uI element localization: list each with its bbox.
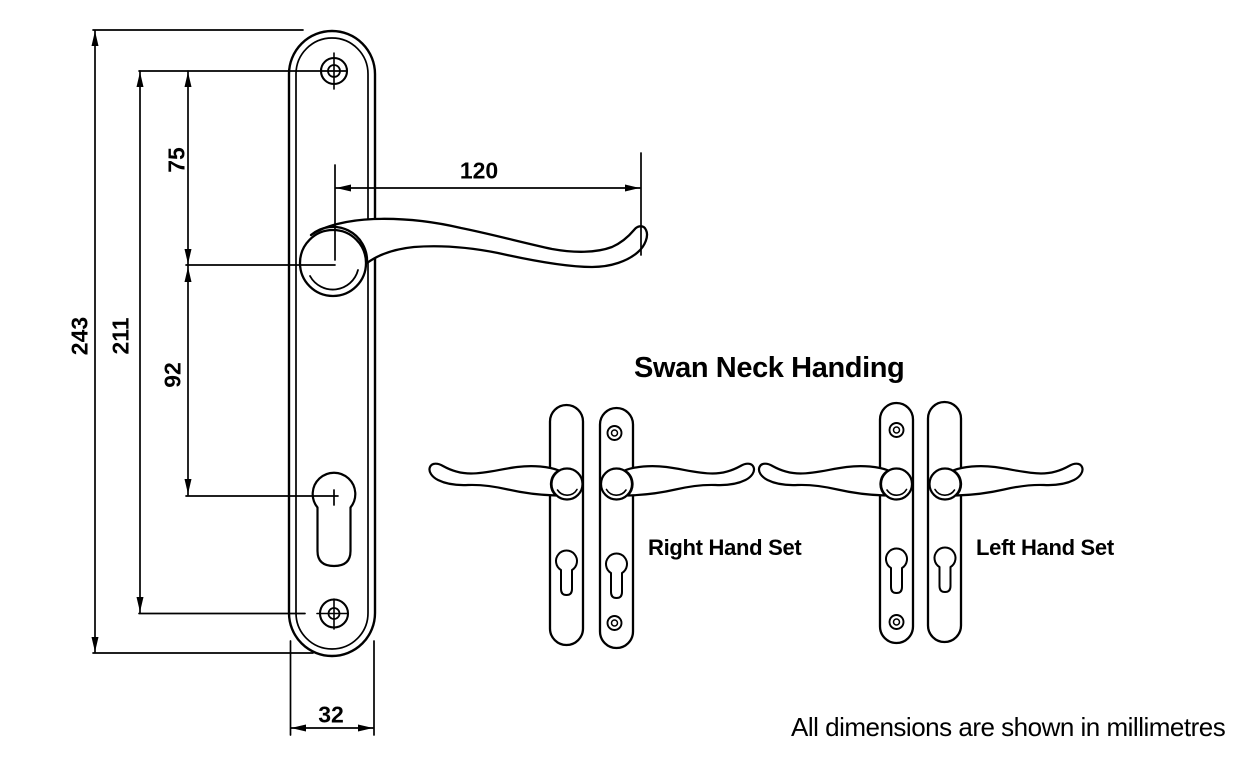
lever-boss-inner-arc [309, 269, 359, 291]
rhs-inner-plate [548, 403, 585, 647]
rhs-inner-plate-keyhole [555, 549, 578, 596]
main-lever-handle [298, 217, 649, 298]
dim-label-overall-height: 243 [66, 316, 93, 356]
dim-handle-to-cylinder-92 [184, 265, 339, 506]
rhs-left-lever [428, 462, 584, 501]
lhs-top-screw [888, 422, 905, 438]
dim-label-fixing-centres: 211 [107, 317, 134, 355]
right-hand-set-drawing [428, 403, 756, 650]
lhs-inner-plate [926, 400, 963, 644]
lever-grip [309, 217, 649, 269]
lever-boss [298, 228, 368, 298]
dim-overall-height-243 [91, 29, 314, 654]
dim-fixing-centres-211 [136, 70, 348, 615]
dim-label-lever-length: 120 [459, 157, 499, 184]
lhs-outer-plate [878, 401, 915, 645]
dim-plate-width-32 [289, 640, 375, 736]
dim-label-handle-to-top-fixing: 75 [163, 147, 190, 173]
keyhole-cutout [311, 471, 357, 568]
rhs-outer-plate [598, 406, 635, 650]
dimension-lines [91, 29, 642, 736]
bottom-screw [316, 598, 350, 630]
rhs-top-screw [606, 425, 623, 441]
rhs-bottom-screw [606, 615, 623, 631]
lhs-bottom-screw [888, 614, 905, 630]
lhs-outer-plate-keyhole [885, 547, 908, 594]
lhs-inner-plate-keyhole [933, 546, 957, 593]
left-hand-set-label: Left Hand Set [976, 535, 1114, 560]
left-hand-set-drawing [757, 400, 1084, 645]
handing-section-title: Swan Neck Handing [634, 352, 905, 384]
dim-label-handle-to-cylinder: 92 [159, 362, 186, 388]
dim-lever-length-120 [334, 152, 642, 261]
right-hand-set-label: Right Hand Set [648, 535, 802, 560]
units-footnote: All dimensions are shown in millimetres [791, 712, 1226, 742]
lhs-left-lever [757, 462, 914, 501]
lhs-right-lever [928, 462, 1084, 501]
rhs-outer-plate-keyhole [605, 552, 628, 599]
main-handle-drawing [91, 29, 649, 736]
dim-label-plate-width: 32 [318, 701, 344, 728]
rhs-right-lever [599, 462, 756, 501]
dim-handle-to-top-fixing-75 [184, 70, 336, 266]
backplate-inner-outline [295, 37, 369, 650]
